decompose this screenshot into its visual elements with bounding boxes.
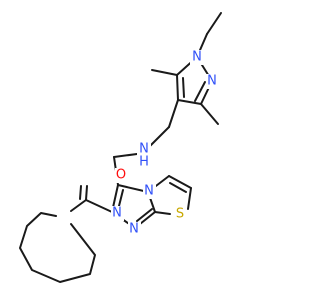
atom-n-pyrazole-2: N <box>207 74 217 89</box>
bond-c4-ch2 <box>168 99 179 128</box>
atom-n-imidazo-bridge: N <box>144 184 154 199</box>
atom-n-azocane: N <box>112 206 122 221</box>
azocane-ring <box>19 212 96 283</box>
bond-c3-c2-double <box>169 182 187 193</box>
atom-n-pyrazole-1: N <box>192 50 202 65</box>
bond-c4-c5-double <box>182 77 185 98</box>
bond-c6-carbonyl <box>85 199 113 213</box>
bond-ch2-nh <box>148 126 170 148</box>
bond-carbonyl-n <box>70 199 87 212</box>
bond-c5-methyl <box>151 69 178 76</box>
bond-s-c7a <box>154 211 171 215</box>
bond-c3-methyl <box>200 103 219 125</box>
bond-carbonyl-o <box>85 185 88 201</box>
bond-nh-ch2 <box>113 153 138 158</box>
atom-n-imidazo: N <box>129 222 139 237</box>
bonds <box>19 12 222 283</box>
bond-c4-c5 <box>176 74 179 101</box>
atom-s-thiazole: S <box>176 207 184 222</box>
atom-h-amine: H <box>139 155 149 170</box>
atom-n-amine: N <box>139 142 149 157</box>
atom-o-carbonyl: O <box>116 168 126 183</box>
bond-ethyl-ch3 <box>206 12 222 35</box>
molecule-structure: N N N H N N S O N <box>19 12 222 283</box>
bond-c2-s <box>187 187 192 210</box>
atom-labels: N N N H N N S O N <box>111 50 219 237</box>
bond-carbonyl-o-double <box>79 185 82 200</box>
bond-n7-c7a-double <box>136 208 153 222</box>
bond-c3-c2 <box>168 175 192 189</box>
bond-n2-c3-double <box>194 81 206 102</box>
bond-c3-c4 <box>177 99 202 105</box>
